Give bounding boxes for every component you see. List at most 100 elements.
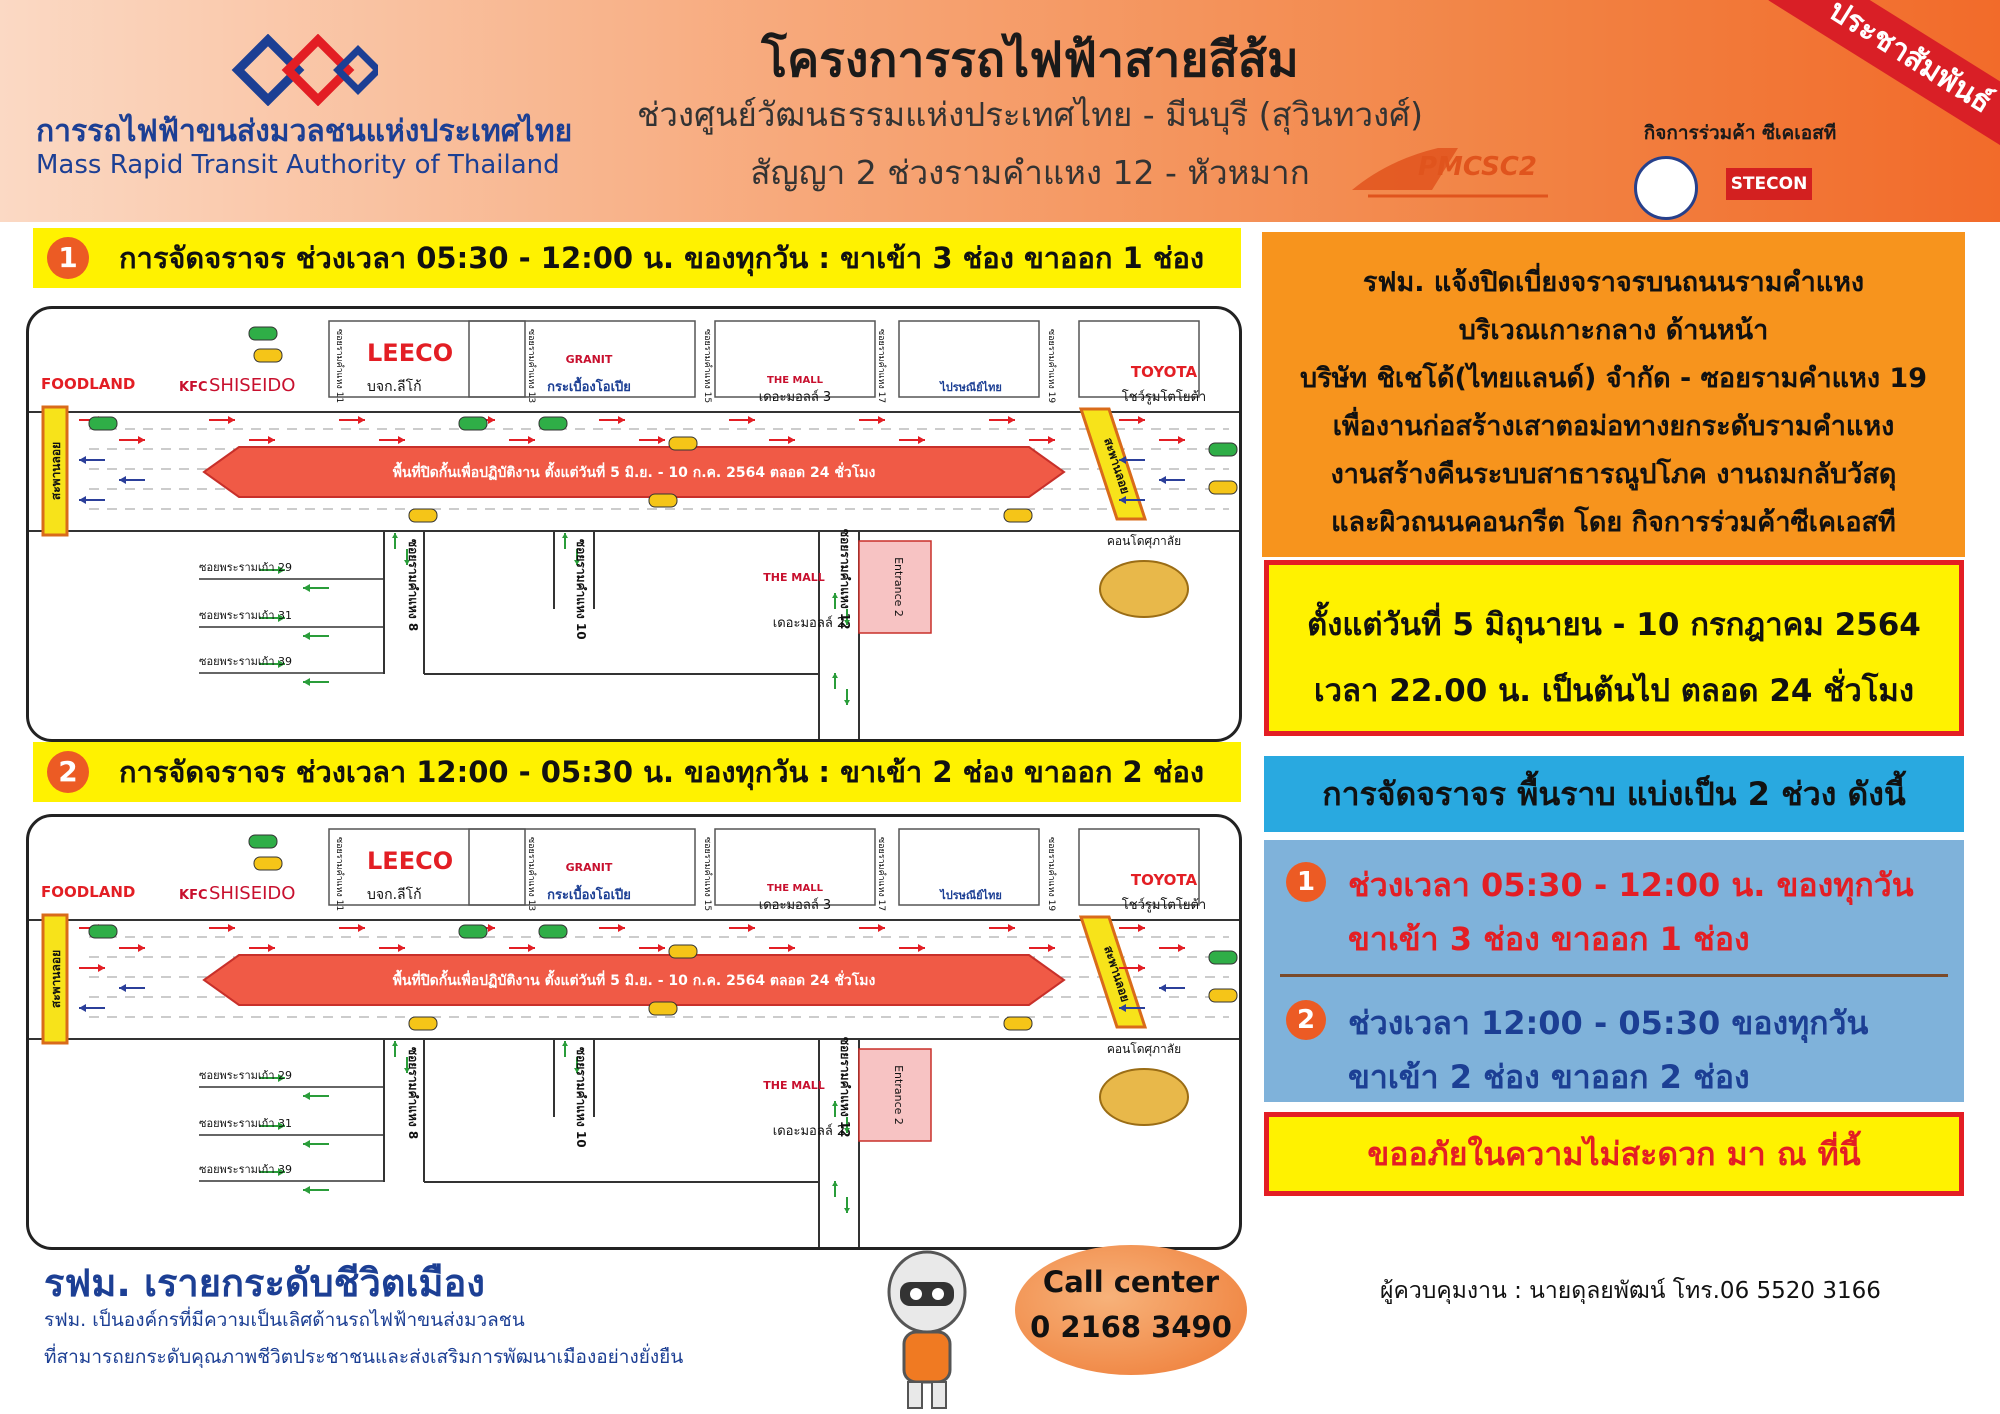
map1-leeco-sub: บจก.ลีโก้ bbox=[367, 378, 422, 395]
map2-lane-0-arrow-4-head bbox=[618, 924, 625, 932]
mascot-icon bbox=[887, 1250, 967, 1409]
map2-car-10 bbox=[1003, 1016, 1033, 1031]
map1-building-block-1 bbox=[468, 320, 696, 398]
map2-building-block-2 bbox=[714, 828, 876, 906]
map2-soi-varrow-up-1-head bbox=[562, 1041, 568, 1046]
map1-car-1 bbox=[253, 348, 283, 363]
map2-soi13-label: ซอยรามคำแหง 13 bbox=[526, 837, 537, 911]
map2-lane-0-arrow-2-head bbox=[358, 924, 365, 932]
map1-lane-1-arrow-3-head bbox=[528, 436, 535, 444]
summary-item-1-lanes: ขาเข้า 3 ช่อง ขาออก 1 ช่อง bbox=[1348, 920, 1750, 958]
call-center-number[interactable]: 0 2168 3490 bbox=[1030, 1310, 1232, 1344]
map1-mall3-label: เดอะมอลล์ 3 bbox=[759, 389, 831, 405]
map2-lane-1-arrow-1-head bbox=[268, 944, 275, 952]
map1-building-block-4 bbox=[1078, 320, 1200, 398]
map1-soi-varrow-up-1-head bbox=[562, 533, 568, 538]
map2-rama9-soi-arrow-l-1-head bbox=[303, 1140, 310, 1148]
map1-thaipost-logo: ไปรษณีย์ไทย bbox=[938, 380, 1002, 394]
map2-soi12-label: ซอยรามคำแหง 12 bbox=[838, 1037, 852, 1138]
notice-line-3: บริษัท ชิเชโด้(ไทยแลนด์) จำกัด - ซอยรามค… bbox=[1299, 363, 1928, 394]
map2-soi-varrow-down-3-head bbox=[844, 1208, 850, 1213]
apology-box: ขออภัยในความไม่สะดวก มา ณ ที่นี้ bbox=[1264, 1112, 1964, 1196]
map2-soi39-label: ซอยพระรามเก้า 39 bbox=[199, 1163, 292, 1176]
traffic-map-2-drawing: พื้นที่ปิดกั้นเพื่อปฏิบัติงาน ตั้งแต่วัน… bbox=[29, 828, 1239, 1247]
map2-soi17-label: ซอยรามคำแหง 17 bbox=[876, 837, 887, 911]
map2-soi19-label: ซอยรามคำแหง 19 bbox=[1046, 837, 1057, 911]
map2-bridge-left-label: สะพานลอย bbox=[49, 950, 63, 1008]
org-name-th: การรถไฟฟ้าขนส่งมวลชนแห่งประเทศไทย bbox=[36, 114, 573, 149]
summary-item-2-number: 2 bbox=[1286, 1000, 1326, 1040]
map1-mall3-brand: THE MALL bbox=[767, 375, 824, 386]
map1-leeco-logo: LEECO bbox=[367, 339, 453, 367]
map2-lane-1-arrow-3-head bbox=[528, 944, 535, 952]
call-center-badge bbox=[1015, 1245, 1247, 1375]
map1-lane-1-arrow-4-head bbox=[658, 436, 665, 444]
map2-lane-2-arrow-8-head bbox=[1138, 964, 1145, 972]
map2-soi10-label: ซอยรามคำแหง 10 bbox=[574, 1047, 588, 1148]
map2-lane-1-arrow-6-head bbox=[918, 944, 925, 952]
map1-soi31-label: ซอยพระรามเก้า 31 bbox=[199, 609, 292, 622]
map1-shiseido-logo: SHISEIDO bbox=[209, 375, 295, 396]
map1-car-5 bbox=[668, 436, 698, 451]
map1-car-6 bbox=[1208, 442, 1238, 457]
map1-soi-varrow-up-3-head bbox=[832, 673, 838, 678]
map1-soi-varrow-down-0-head bbox=[404, 560, 410, 565]
map2-lane-3-arrow-0-head bbox=[119, 984, 126, 992]
traffic-summary-heading: การจัดจราจร พื้นราบ แบ่งเป็น 2 ช่วง ดังน… bbox=[1322, 775, 1906, 813]
map1-lane-1-arrow-8-head bbox=[1178, 436, 1185, 444]
map2-lane-1-arrow-0-head bbox=[138, 944, 145, 952]
map2-car-1 bbox=[253, 856, 283, 871]
section-1-number: 1 bbox=[47, 237, 89, 279]
notice-line-4: เพื่องานก่อสร้างเสาตอม่อทางยกระดับรามคำแ… bbox=[1332, 411, 1895, 442]
section-2-number: 2 bbox=[47, 751, 89, 793]
map1-bridge-left bbox=[41, 405, 69, 537]
map1-soi8-label: ซอยรามคำแหง 8 bbox=[406, 539, 420, 631]
map2-lane-1-arrow-2-head bbox=[398, 944, 405, 952]
map1-lane-1-arrow-5-head bbox=[788, 436, 795, 444]
summary-item-1-time: ช่วงเวลา 05:30 - 12:00 น. ของทุกวัน bbox=[1348, 866, 1914, 904]
map1-car-9 bbox=[648, 493, 678, 508]
map2-soi-varrow-up-0-head bbox=[392, 1041, 398, 1046]
map1-soi13-label: ซอยรามคำแหง 13 bbox=[526, 329, 537, 403]
map1-kfc-logo: KFC bbox=[179, 380, 208, 395]
map2-rama9-soi-arrow-l-2-head bbox=[303, 1186, 310, 1194]
map2-lane-1-arrow-4-head bbox=[658, 944, 665, 952]
map2-leeco-sub: บจก.ลีโก้ bbox=[367, 886, 422, 903]
footer-description-1: รฟม. เป็นองค์กรที่มีความเป็นเลิศด้านรถไฟ… bbox=[44, 1309, 525, 1331]
map1-rama9-soi-arrow-r-2-head bbox=[278, 660, 285, 668]
map1-lane-1-arrow-1-head bbox=[268, 436, 275, 444]
map2-building-block-4 bbox=[1078, 828, 1200, 906]
map2-lane-0-arrow-8-head bbox=[1138, 924, 1145, 932]
closure-date-range: ตั้งแต่วันที่ 5 มิถุนายน - 10 กรกฎาคม 25… bbox=[1307, 607, 1921, 643]
section-1-heading-bar: 1 การจัดจราจร ช่วงเวลา 05:30 - 12:00 น. … bbox=[33, 228, 1241, 288]
map2-condo-logo-icon bbox=[1099, 1068, 1189, 1126]
map2-lane-1-arrow-5-head bbox=[788, 944, 795, 952]
map2-soi-varrow-down-0-head bbox=[404, 1068, 410, 1073]
map1-soi29-label: ซอยพระรามเก้า 29 bbox=[199, 561, 292, 574]
map2-shiseido-logo: SHISEIDO bbox=[209, 883, 295, 904]
map2-car-3 bbox=[458, 924, 488, 939]
map1-building-block-2 bbox=[714, 320, 876, 398]
map1-soi39-label: ซอยพระรามเก้า 39 bbox=[199, 655, 292, 668]
page-title: โครงการรถไฟฟ้าสายสีส้ม bbox=[761, 32, 1299, 88]
map2-lane-4-arrow-8-head bbox=[1119, 1004, 1126, 1012]
map2-condo-label: คอนโดศุภาลัย bbox=[1107, 1042, 1181, 1057]
map2-soi-varrow-up-2-head bbox=[832, 1101, 838, 1106]
map1-lane-3-arrow-8-head bbox=[1159, 476, 1166, 484]
map1-soi-varrow-down-2-head bbox=[844, 620, 850, 625]
contractor-label: กิจการร่วมค้า ซีเคเอสที bbox=[1643, 122, 1837, 144]
map2-car-6 bbox=[1208, 950, 1238, 965]
map2-lane-0-arrow-1-head bbox=[228, 924, 235, 932]
mrta-logo-icon bbox=[231, 34, 378, 106]
map2-lane-3-arrow-8-head bbox=[1159, 984, 1166, 992]
map1-soi12-label: ซอยรามคำแหง 12 bbox=[838, 529, 852, 630]
map1-soi19-label: ซอยรามคำแหง 19 bbox=[1046, 329, 1057, 403]
map2-entrance-2-box bbox=[858, 1048, 932, 1142]
section-1-heading: การจัดจราจร ช่วงเวลา 05:30 - 12:00 น. ขอ… bbox=[119, 241, 1205, 275]
map2-car-2 bbox=[88, 924, 118, 939]
map2-mall2-label: เดอะมอลล์ 2 bbox=[773, 1123, 845, 1139]
map2-rama9-soi-arrow-r-0-head bbox=[278, 1074, 285, 1082]
map1-bridge-left-label: สะพานลอย bbox=[49, 442, 63, 500]
page-subtitle-2: สัญญา 2 ช่วงรามคำแหง 12 - หัวหมาก bbox=[750, 153, 1310, 192]
traffic-summary-list: 1 ช่วงเวลา 05:30 - 12:00 น. ของทุกวัน ขา… bbox=[1264, 840, 1964, 1102]
